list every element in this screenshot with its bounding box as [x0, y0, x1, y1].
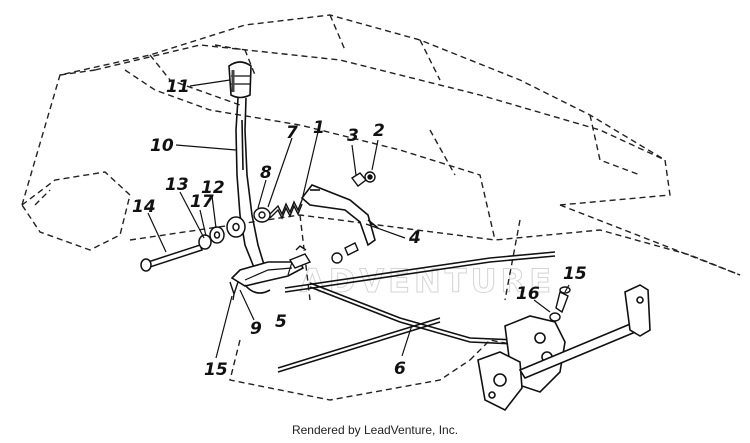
shift-quadrant — [230, 261, 305, 294]
callout-1: 1 — [313, 118, 325, 138]
footer-credit: Rendered by LeadVenture, Inc. — [291, 423, 459, 437]
tractor-body-outline — [21, 14, 741, 401]
callout-11: 11 — [166, 77, 190, 97]
callout-12: 12 — [201, 178, 225, 198]
shift-rod — [284, 251, 556, 345]
shift-knob — [228, 61, 252, 99]
long-rod — [277, 317, 441, 373]
callout-15-left: 15 — [204, 360, 228, 380]
bolt-nut-pair — [350, 171, 376, 187]
leader-lines — [147, 79, 570, 359]
callout-16: 16 — [516, 284, 540, 304]
callout-9: 9 — [250, 319, 262, 339]
callout-15-right: 15 — [563, 264, 587, 284]
callout-8: 8 — [260, 163, 272, 183]
callout-14: 14 — [132, 197, 156, 217]
callout-17: 17 — [190, 192, 214, 212]
callout-4: 4 — [408, 228, 421, 248]
callout-2: 2 — [373, 121, 385, 141]
callout-5: 5 — [275, 312, 287, 332]
callouts: 11 10 7 1 3 2 8 13 12 17 14 4 15 16 5 9 … — [132, 77, 587, 380]
callout-10: 10 — [150, 136, 174, 156]
rod-clip — [288, 242, 359, 269]
callout-6: 6 — [394, 359, 406, 379]
lever-spring — [253, 199, 303, 223]
shift-lever — [235, 97, 266, 271]
bracket — [300, 184, 379, 247]
pivot-bolt-assembly — [140, 216, 246, 272]
callout-7: 7 — [286, 123, 298, 143]
callout-3: 3 — [347, 126, 359, 146]
hairpin-clip — [229, 281, 239, 301]
right-bolt-assembly — [549, 286, 571, 322]
transmission-shaft — [518, 284, 651, 379]
callout-13: 13 — [165, 175, 189, 195]
transmission-plate — [477, 315, 566, 412]
